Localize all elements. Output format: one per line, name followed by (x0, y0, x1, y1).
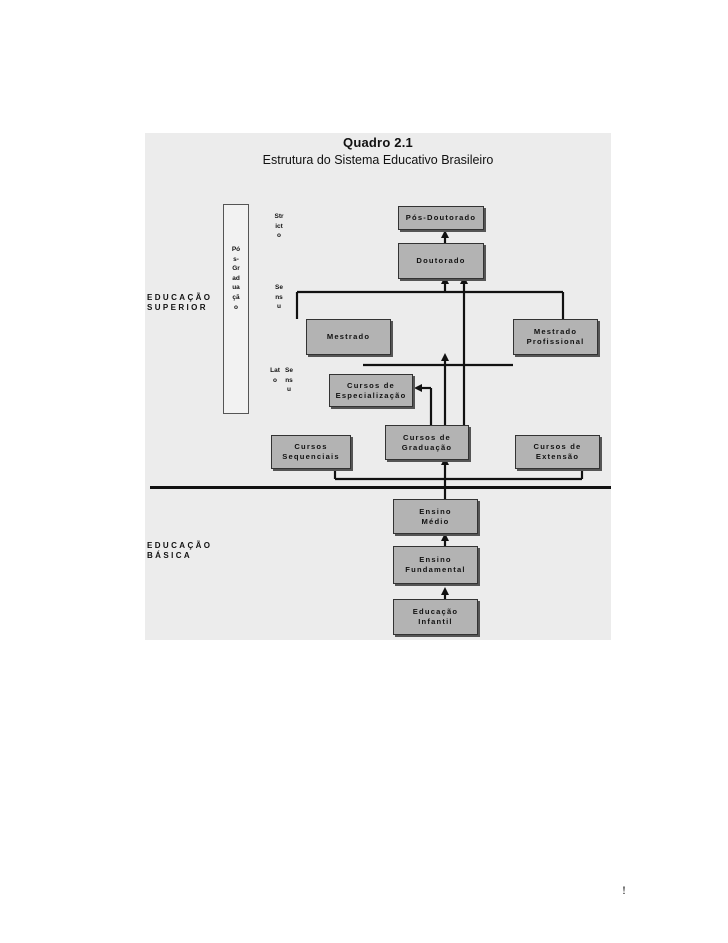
box-ensino-fundamental: Ensino Fundamental (393, 546, 478, 584)
diagram-figure: Quadro 2.1 Estrutura do Sistema Educativ… (145, 133, 611, 640)
level-divider (150, 486, 611, 489)
box-cursos-sequenciais: Cursos Sequenciais (271, 435, 351, 469)
level-label-superior: EDUCAÇÃO SUPERIOR (147, 293, 213, 312)
box-pos-doutorado: Pós-Doutorado (398, 206, 484, 230)
box-doutorado: Doutorado (398, 243, 484, 279)
label-lato: Lato (270, 367, 280, 384)
box-cursos-extensao: Cursos de Extensão (515, 435, 600, 469)
diagram-subtitle: Estrutura do Sistema Educativo Brasileir… (262, 153, 494, 167)
label-lato-sensu: Sensu (285, 367, 293, 394)
label-stricto-sensu: Sensu (275, 284, 283, 311)
diagram-title: Quadro 2.1 (343, 135, 413, 150)
label-stricto: Stricto (274, 213, 284, 240)
box-mestrado-profissional: Mestrado Profissional (513, 319, 598, 355)
page-number: ! (622, 883, 626, 897)
level-label-basica: EDUCAÇÃO BÁSICA (147, 541, 213, 560)
box-especializacao: Cursos de Especialização (329, 374, 413, 407)
connector-lines (295, 230, 584, 599)
box-educacao-infantil: Educação Infantil (393, 599, 478, 635)
box-ensino-medio: Ensino Médio (393, 499, 478, 534)
box-cursos-graduacao: Cursos de Graduação (385, 425, 469, 460)
pos-graduacao-bracket (223, 204, 249, 414)
box-mestrado: Mestrado (306, 319, 391, 355)
label-pos-graduacao: Pós-Graduação (231, 246, 241, 311)
